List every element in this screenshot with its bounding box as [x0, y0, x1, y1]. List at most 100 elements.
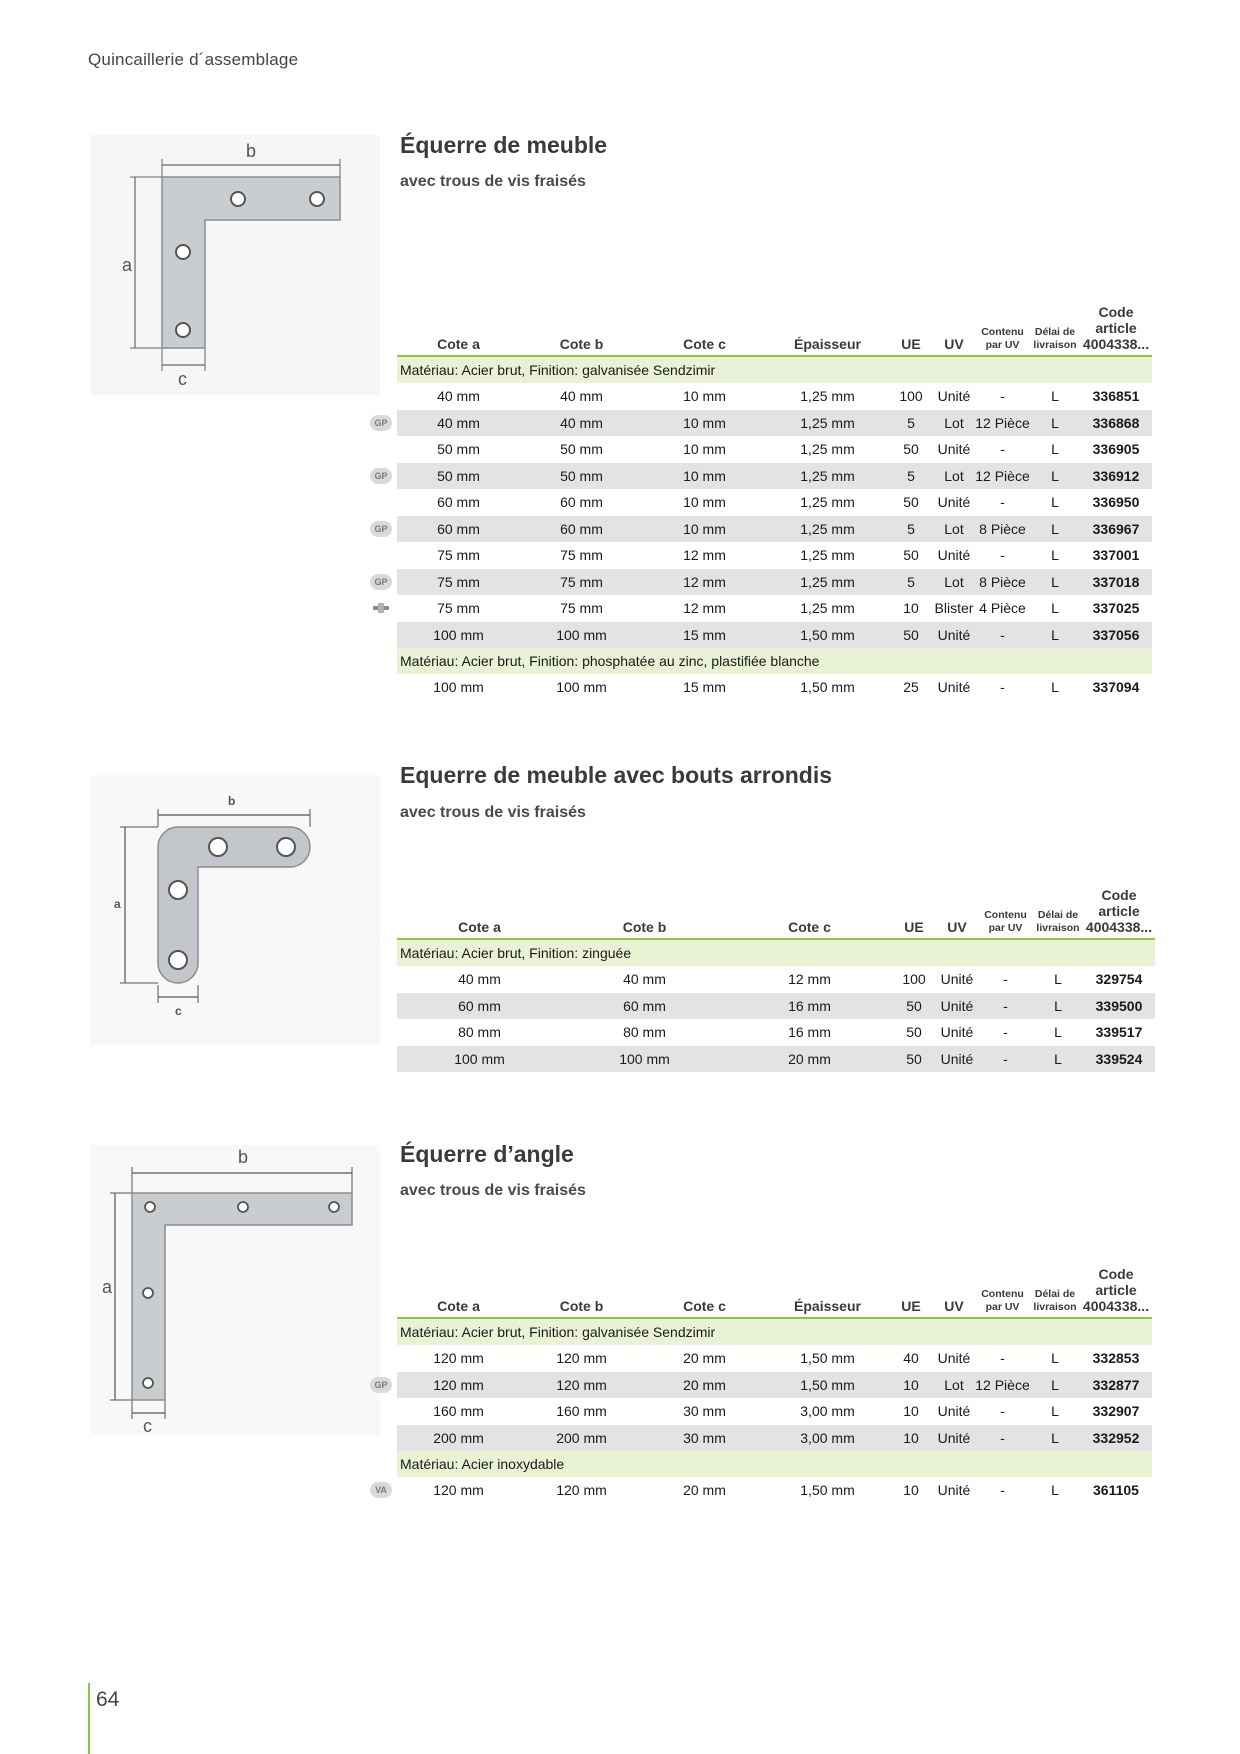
cell-uv: Lot [933, 409, 975, 436]
cell-contenu: - [978, 966, 1033, 993]
cell-code: 332952 [1080, 1424, 1152, 1451]
col-header-epaisseur: Épaisseur [766, 1262, 889, 1319]
cell-code: 361105 [1080, 1477, 1152, 1504]
cell-cote-c: 12 mm [643, 595, 766, 622]
cell-contenu: - [975, 1477, 1030, 1504]
cell-ue: 10 [889, 1424, 933, 1451]
cell-ue: 10 [889, 1371, 933, 1398]
cell-epaisseur: 1,25 mm [766, 436, 889, 463]
cell-cote-b: 75 mm [520, 542, 643, 569]
cell-cote-c: 15 mm [643, 674, 766, 701]
page-number-bar [88, 1683, 90, 1754]
cell-ue: 5 [889, 515, 933, 542]
cell-epaisseur: 1,25 mm [766, 409, 889, 436]
cell-contenu: - [975, 1345, 1030, 1372]
cell-epaisseur: 1,50 mm [766, 674, 889, 701]
cell-cote-a: 60 mm [397, 515, 520, 542]
cell-delai: L [1030, 436, 1080, 463]
cell-cote-c: 20 mm [643, 1345, 766, 1372]
cell-cote-c: 10 mm [643, 489, 766, 516]
cell-cote-b: 60 mm [562, 992, 727, 1019]
dim-label-c: c [178, 369, 187, 389]
cell-cote-a: 80 mm [397, 1019, 562, 1046]
cell-ue: 50 [889, 542, 933, 569]
cell-ue: 100 [892, 966, 936, 993]
cell-cote-a: 50 mm [397, 462, 520, 489]
gp-badge-icon: GP [370, 1376, 392, 1393]
col-header-uv: UV [936, 883, 978, 940]
cell-delai: L [1030, 489, 1080, 516]
cell-delai: L [1030, 1477, 1080, 1504]
material-label: Matériau: Acier inoxydable [397, 1451, 1152, 1477]
cell-delai: L [1033, 992, 1083, 1019]
cell-contenu: - [975, 489, 1030, 516]
material-label: Matériau: Acier brut, Finition: phosphat… [397, 648, 1152, 674]
cell-ue: 5 [889, 462, 933, 489]
section-subtitle: avec trous de vis fraisés [400, 173, 586, 190]
cell-cote-a: 75 mm [397, 568, 520, 595]
cell-uv: Unité [933, 383, 975, 410]
cell-code: 336868 [1080, 409, 1152, 436]
cell-cote-a: 120 mm [397, 1371, 520, 1398]
cell-uv: Blister [933, 595, 975, 622]
cell-delai: L [1030, 1345, 1080, 1372]
material-row: Matériau: Acier brut, Finition: phosphat… [397, 648, 1152, 674]
cell-ue: 5 [889, 409, 933, 436]
cell-delai: L [1030, 568, 1080, 595]
product-image-equerre-meuble: b a c [90, 135, 380, 395]
blister-icon [370, 600, 392, 616]
cell-cote-b: 60 mm [520, 489, 643, 516]
cell-cote-b: 100 mm [520, 621, 643, 648]
col-header-ue: UE [889, 1262, 933, 1319]
cell-ue: 50 [889, 621, 933, 648]
cell-code: 336851 [1080, 383, 1152, 410]
cell-cote-b: 50 mm [520, 436, 643, 463]
cell-contenu: - [975, 621, 1030, 648]
cell-ue: 5 [889, 568, 933, 595]
cell-epaisseur: 1,25 mm [766, 515, 889, 542]
cell-uv: Lot [933, 568, 975, 595]
dim-label-b: b [246, 141, 256, 161]
cell-contenu: - [978, 992, 1033, 1019]
cell-cote-b: 75 mm [520, 568, 643, 595]
cell-cote-c: 10 mm [643, 462, 766, 489]
cell-cote-a: 60 mm [397, 489, 520, 516]
cell-cote-a: 100 mm [397, 674, 520, 701]
cell-contenu: 12 Pièce [975, 409, 1030, 436]
cell-ue: 100 [889, 383, 933, 410]
cell-cote-c: 12 mm [643, 542, 766, 569]
cell-cote-c: 16 mm [727, 1019, 892, 1046]
cell-cote-a: 40 mm [397, 383, 520, 410]
cell-cote-b: 60 mm [520, 515, 643, 542]
cell-ue: 25 [889, 674, 933, 701]
cell-ue: 10 [889, 1398, 933, 1425]
cell-epaisseur: 1,50 mm [766, 1345, 889, 1372]
cell-code: 339517 [1083, 1019, 1155, 1046]
cell-cote-c: 30 mm [643, 1424, 766, 1451]
cell-delai: L [1030, 621, 1080, 648]
cell-epaisseur: 1,25 mm [766, 568, 889, 595]
cell-cote-a: 120 mm [397, 1345, 520, 1372]
gp-badge-icon: GP [370, 467, 392, 484]
cell-cote-c: 15 mm [643, 621, 766, 648]
col-header-cote-c: Cote c [727, 883, 892, 940]
cell-epaisseur: 1,25 mm [766, 595, 889, 622]
cell-cote-b: 120 mm [520, 1371, 643, 1398]
material-row: Matériau: Acier brut, Finition: galvanis… [397, 1318, 1152, 1345]
product-table-equerre-angle: Cote a Cote b Cote c Épaisseur UE UV Con… [397, 1262, 1152, 1504]
col-header-cote-c: Cote c [643, 300, 766, 357]
cell-cote-c: 10 mm [643, 383, 766, 410]
material-row: Matériau: Acier inoxydable [397, 1451, 1152, 1477]
gp-badge-icon: GP [370, 520, 392, 537]
